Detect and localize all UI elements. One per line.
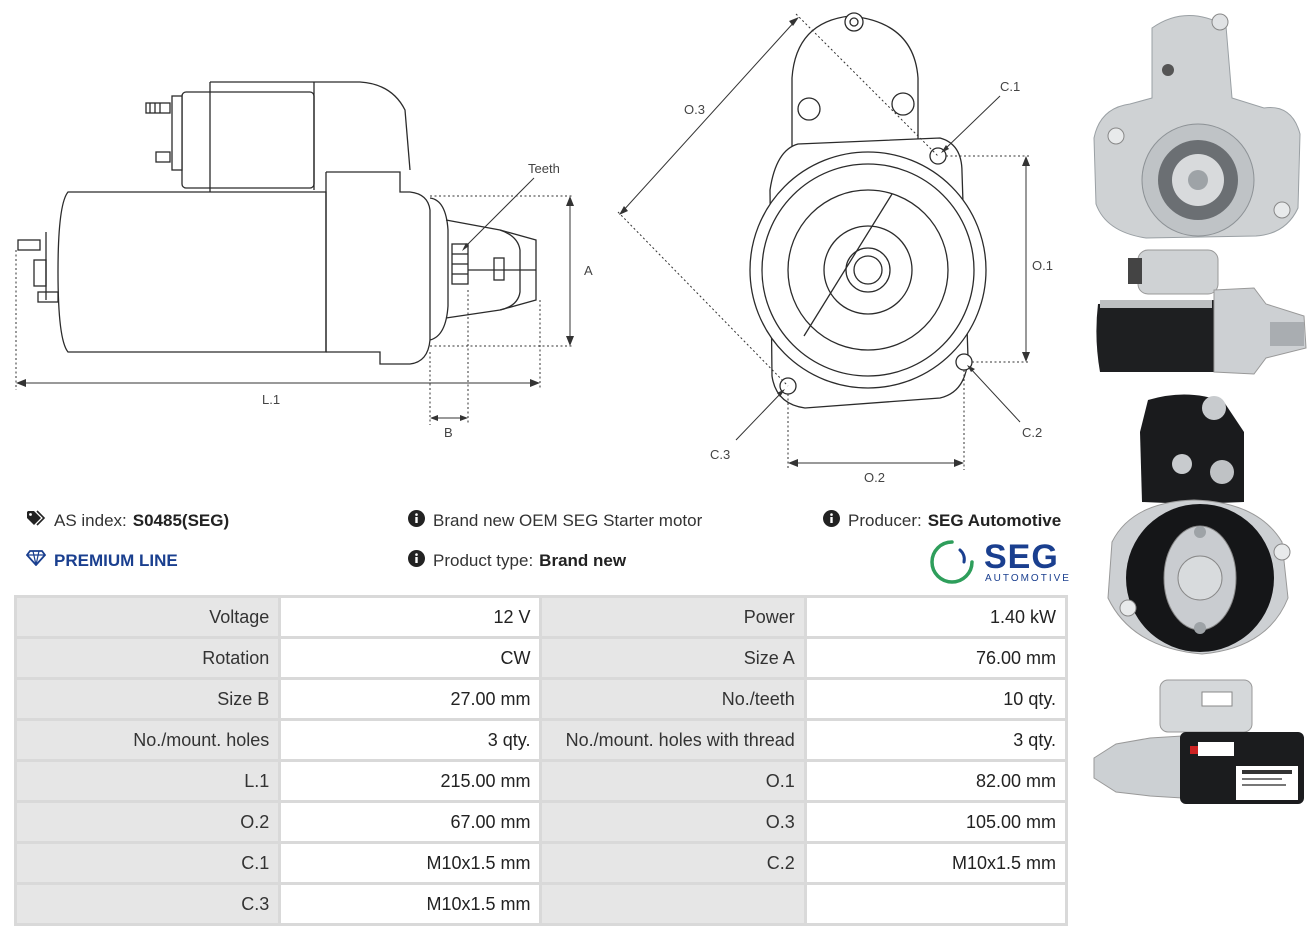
product-type-label: Product type: (433, 551, 534, 570)
spec-label: C.3 (13, 882, 282, 926)
producer-label: Producer: (848, 511, 922, 530)
front-dimension-lines (617, 13, 1030, 470)
drive-end (429, 197, 537, 341)
info-icon (823, 510, 840, 532)
label-c2: C.2 (1022, 425, 1042, 440)
photo-label-view (1093, 679, 1304, 804)
label-teeth: Teeth (528, 161, 560, 176)
spec-value: CW (278, 636, 543, 680)
spec-value (803, 882, 1069, 926)
spec-value: M10x1.5 mm (278, 841, 543, 885)
spec-value: 10 qty. (803, 677, 1069, 721)
diamond-icon (25, 550, 47, 571)
tag-icon (26, 510, 46, 531)
front-view-drawing: O.3 C.1 O.1 C.2 C.3 O.2 (617, 12, 1053, 485)
spec-label: No./mount. holes (13, 718, 282, 762)
premium-line-label: PREMIUM LINE (54, 550, 178, 570)
spec-value: 12 V (278, 595, 543, 639)
spec-label: L.1 (13, 759, 282, 803)
photo-rear-view (1107, 394, 1291, 655)
producer: Producer: SEG Automotive (823, 510, 1061, 532)
spec-label: Power (539, 595, 807, 639)
label-a: A (584, 263, 593, 278)
photo-side-view (1096, 249, 1307, 375)
spec-label: Size B (13, 677, 282, 721)
label-c3: C.3 (710, 447, 730, 462)
spec-value: 67.00 mm (278, 800, 543, 844)
as-index-value: S0485(SEG) (132, 510, 230, 530)
spec-label: C.1 (13, 841, 282, 885)
seg-automotive-logo: SEG AUTOMOTIVE (930, 538, 1070, 584)
product-type: Product type: Brand new (408, 550, 626, 572)
spec-label: Rotation (13, 636, 282, 680)
description: Brand new OEM SEG Starter motor (408, 510, 702, 532)
solenoid (145, 81, 411, 192)
label-b: B (444, 425, 453, 440)
label-c1: C.1 (1000, 79, 1020, 94)
photo-front-view (1093, 13, 1301, 239)
svg-text:AUTOMOTIVE: AUTOMOTIVE (985, 573, 1070, 584)
label-o2: O.2 (864, 470, 885, 485)
label-o1: O.1 (1032, 258, 1053, 273)
spec-value: 105.00 mm (803, 800, 1069, 844)
spec-value: 3 qty. (803, 718, 1069, 762)
spec-label: No./teeth (539, 677, 807, 721)
spec-label (539, 882, 807, 926)
spec-label: O.2 (13, 800, 282, 844)
producer-value: SEG Automotive (927, 511, 1062, 530)
spec-value: 3 qty. (278, 718, 543, 762)
as-index: AS index: S0485(SEG) (26, 510, 229, 531)
label-o3: O.3 (684, 102, 705, 117)
product-type-value: Brand new (539, 551, 627, 570)
spec-value: 1.40 kW (803, 595, 1069, 639)
premium-line: PREMIUM LINE (25, 550, 178, 571)
dimension-lines (15, 177, 574, 425)
spec-value: M10x1.5 mm (803, 841, 1069, 885)
spec-label: No./mount. holes with thread (539, 718, 807, 762)
side-view-drawing: Teeth A L.1 B (15, 81, 593, 440)
info-icon (408, 510, 425, 532)
spec-label: O.1 (539, 759, 807, 803)
spec-value: 82.00 mm (803, 759, 1069, 803)
flange-outline (749, 12, 987, 409)
spec-value: 27.00 mm (278, 677, 543, 721)
spec-value: M10x1.5 mm (278, 882, 543, 926)
spec-label: Voltage (13, 595, 282, 639)
info-icon (408, 550, 425, 572)
spec-label: O.3 (539, 800, 807, 844)
svg-text:SEG: SEG (984, 538, 1059, 576)
spec-value: 76.00 mm (803, 636, 1069, 680)
spec-label: C.2 (539, 841, 807, 885)
label-l1: L.1 (262, 392, 280, 407)
description-text: Brand new OEM SEG Starter motor (433, 511, 703, 530)
as-index-label: AS index: (54, 510, 127, 530)
spec-value: 215.00 mm (278, 759, 543, 803)
motor-body (17, 171, 431, 365)
spec-label: Size A (539, 636, 807, 680)
